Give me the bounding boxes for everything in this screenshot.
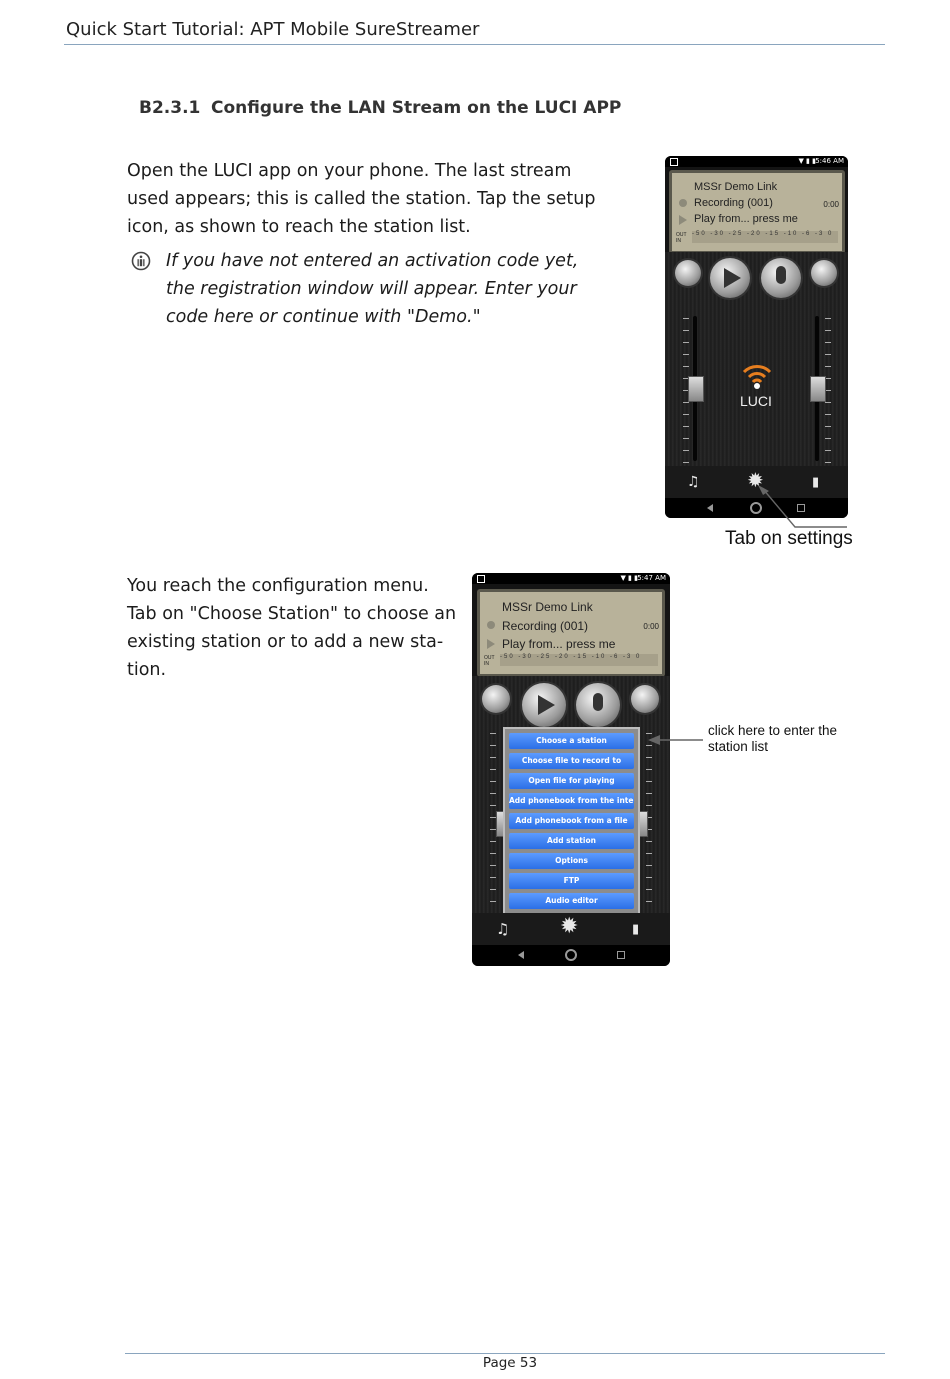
lcd-recording: Recording (001) — [694, 197, 773, 209]
luci-wifi-logo-icon — [742, 365, 772, 389]
app-screenshot-main: ▼ ▮ ▮ 5:46 AM MSSr Demo Link Recording (… — [665, 156, 848, 518]
settings-caption: Tab on settings — [725, 528, 853, 549]
android-nav-bar — [472, 945, 670, 966]
app-screenshot-menu: ▼ ▮ ▮ 5:47 AM MSSr Demo Link Recording (… — [472, 573, 670, 966]
menu-audio-editor[interactable]: Audio editor — [509, 893, 634, 909]
nav-back-icon[interactable] — [707, 504, 713, 512]
mic-button[interactable] — [576, 683, 620, 727]
microphone-icon — [776, 266, 786, 284]
play-icon — [538, 695, 555, 715]
nav-recents-icon[interactable] — [797, 504, 805, 512]
stop-button[interactable] — [482, 685, 510, 713]
section-title: Configure the LAN Stream on the LUCI APP — [211, 98, 622, 118]
mic-button[interactable] — [761, 258, 801, 298]
app-bottom-bar: ♫ ✹ ▮ — [665, 466, 848, 498]
app-bottom-bar: ♫ ✹ ▮ — [472, 913, 670, 945]
header-title: Quick Start Tutorial: APT Mobile SureStr… — [66, 19, 480, 40]
page-number: Page 53 — [482, 1355, 538, 1371]
left-slider-ticks — [683, 318, 689, 463]
signal-battery-icon: ▼ ▮ ▮ — [798, 157, 816, 165]
status-time: 5:46 AM — [815, 157, 844, 165]
waveform-button[interactable] — [631, 685, 659, 713]
settings-callout-arrow — [758, 485, 847, 528]
menu-paragraph: You reach the configuration menu. Tab on… — [127, 576, 457, 680]
play-button[interactable] — [522, 683, 566, 727]
menu-choose-station[interactable]: Choose a station — [509, 733, 634, 749]
status-bar: ▼ ▮ ▮ 5:47 AM — [472, 573, 670, 584]
nav-home-icon[interactable] — [565, 949, 577, 961]
microphone-small-icon[interactable]: ▮ — [812, 475, 820, 490]
menu-add-phonebook-internet[interactable]: Add phonebook from the internet — [509, 793, 634, 809]
nav-back-icon[interactable] — [518, 951, 524, 959]
signal-battery-icon: ▼ ▮ ▮ — [620, 574, 638, 582]
lcd-station-name: MSSr Demo Link — [502, 600, 593, 614]
intro-paragraph: Open the LUCI app on your phone. The las… — [127, 161, 596, 237]
android-nav-bar — [665, 498, 848, 518]
menu-open-play-file[interactable]: Open file for playing — [509, 773, 634, 789]
right-slider-ticks — [646, 733, 652, 908]
right-slider-ticks — [825, 318, 831, 463]
level-meter-scale: -50 -30 -25 -20 -15 -10 -6 -3 0 — [500, 654, 658, 666]
microphone-small-icon[interactable]: ▮ — [632, 922, 640, 937]
menu-add-station[interactable]: Add station — [509, 833, 634, 849]
nav-recents-icon[interactable] — [617, 951, 625, 959]
input-slider-knob[interactable] — [810, 376, 826, 402]
stop-button[interactable] — [675, 260, 701, 286]
lcd-time: 0:00 — [823, 200, 839, 209]
menu-choose-record-file[interactable]: Choose file to record to — [509, 753, 634, 769]
header-divider — [64, 44, 885, 45]
settings-gear-icon[interactable]: ✹ — [747, 468, 764, 492]
play-indicator-icon — [487, 639, 495, 649]
section-heading: B2.3.1 Configure the LAN Stream on the LU… — [139, 98, 621, 118]
waveform-button[interactable] — [811, 260, 837, 286]
station-list-caption: click here to enter the station list — [708, 723, 838, 754]
lcd-play-from: Play from... press me — [502, 637, 616, 651]
lcd-play-from: Play from... press me — [694, 213, 798, 225]
configuration-menu: Choose a station Choose file to record t… — [503, 727, 640, 919]
nav-home-icon[interactable] — [750, 502, 762, 514]
lcd-time: 0:00 — [643, 622, 659, 631]
luci-logo-text: LUCI — [740, 393, 772, 409]
menu-options[interactable]: Options — [509, 853, 634, 869]
play-indicator-icon — [679, 215, 687, 225]
status-time: 5:47 AM — [637, 574, 666, 582]
output-slider-knob[interactable] — [688, 376, 704, 402]
menu-add-phonebook-file[interactable]: Add phonebook from a file — [509, 813, 634, 829]
lcd-display[interactable]: MSSr Demo Link Recording (001) 0:00 Play… — [477, 589, 665, 677]
record-indicator-icon — [487, 621, 495, 629]
app-notification-icon — [670, 158, 678, 166]
lcd-station-name: MSSr Demo Link — [694, 181, 778, 193]
headphones-icon[interactable]: ♫ — [496, 920, 510, 938]
level-meter-scale: -50 -30 -25 -20 -15 -10 -6 -3 0 — [692, 231, 838, 243]
app-notification-icon — [477, 575, 485, 583]
headphones-icon[interactable]: ♫ — [687, 474, 700, 490]
lcd-display[interactable]: MSSr Demo Link Recording (001) 0:00 Play… — [669, 170, 845, 254]
microphone-icon — [593, 693, 603, 711]
section-number: B2.3.1 — [139, 98, 201, 118]
lcd-recording: Recording (001) — [502, 619, 589, 633]
activation-note: If you have not entered an activation co… — [166, 251, 579, 327]
menu-ftp[interactable]: FTP — [509, 873, 634, 889]
play-button[interactable] — [710, 258, 750, 298]
status-bar: ▼ ▮ ▮ 5:46 AM — [665, 156, 848, 167]
record-indicator-icon — [679, 199, 687, 207]
station-list-callout-arrow — [648, 735, 703, 745]
settings-gear-icon[interactable]: ✹ — [560, 914, 579, 939]
play-icon — [724, 268, 741, 288]
info-icon — [131, 251, 151, 271]
footer-divider — [125, 1353, 885, 1354]
left-slider-ticks — [490, 733, 496, 908]
